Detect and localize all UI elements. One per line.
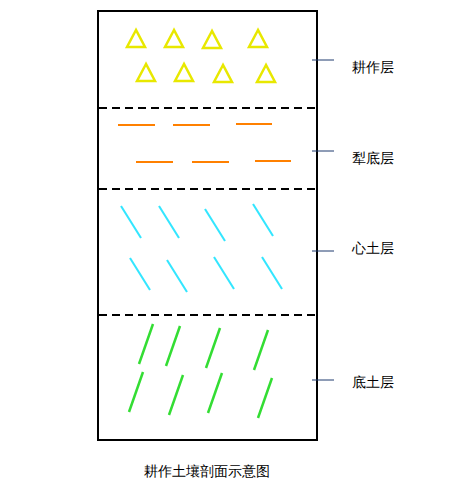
plowpan-symbols: [118, 124, 291, 162]
slash-mark: [130, 258, 150, 290]
slash-mark: [214, 257, 234, 289]
profile-frame: [98, 11, 317, 440]
slash-mark: [129, 372, 143, 412]
slash-mark: [254, 330, 268, 370]
slash-mark: [166, 326, 180, 366]
slash-mark: [139, 324, 153, 364]
topsoil-symbols: [127, 30, 275, 82]
triangle-mark: [257, 65, 275, 82]
slash-mark: [205, 209, 225, 241]
slash-mark: [159, 206, 179, 238]
figure-caption: 耕作土壤剖面示意图: [142, 462, 272, 480]
layer-label: 耕作层: [350, 58, 396, 76]
slash-mark: [169, 375, 183, 415]
triangle-mark: [137, 64, 155, 81]
slash-mark: [253, 204, 273, 236]
leader-lines: [312, 60, 334, 380]
slash-mark: [262, 257, 282, 289]
slash-mark: [208, 373, 222, 413]
triangle-mark: [249, 30, 267, 47]
layer-label: 犁底层: [350, 149, 396, 167]
layer-label: 心土层: [350, 239, 396, 257]
triangle-mark: [175, 64, 193, 81]
slash-mark: [167, 260, 187, 292]
subsoil-symbols: [121, 204, 282, 292]
triangle-mark: [203, 31, 221, 48]
substratum-symbols: [129, 324, 272, 418]
triangle-mark: [214, 65, 232, 82]
slash-mark: [206, 328, 220, 368]
layer-boundaries: [99, 108, 316, 315]
slash-mark: [258, 378, 272, 418]
slash-mark: [121, 206, 141, 238]
triangle-mark: [127, 30, 145, 47]
layer-label: 底土层: [350, 373, 396, 391]
triangle-mark: [165, 30, 183, 47]
